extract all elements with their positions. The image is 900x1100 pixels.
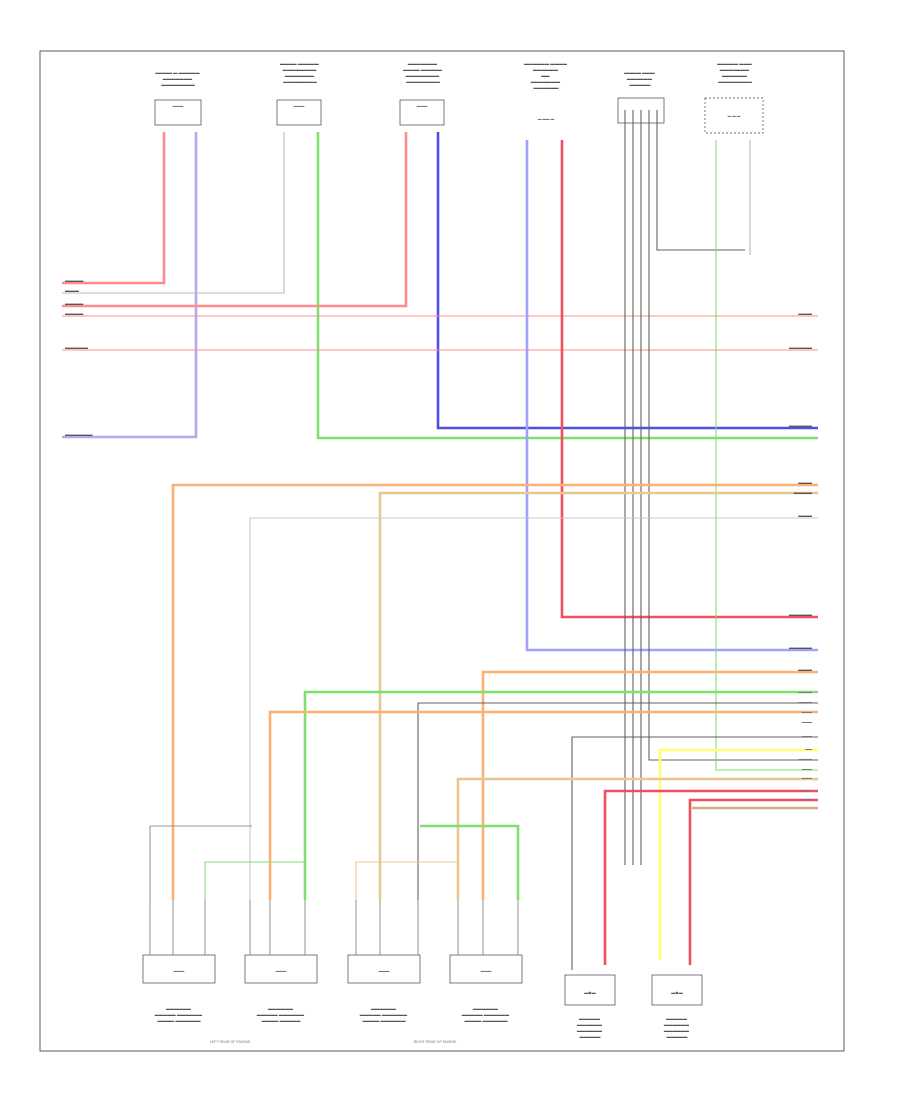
svg-text:▬▬▬▬▬: ▬▬▬▬▬ [789,345,812,350]
svg-text:▬▬▬: ▬▬▬ [802,788,813,792]
svg-text:▬▬▬▬: ▬▬▬▬ [798,757,812,761]
bottom-component-6: ▬◆▬ ▬▬▬▬▬ ▬▬▬▬▬▬ ▬▬▬▬▬▬ ▬▬▬▬▬ [651,974,703,1039]
wire-blue-1 [436,132,818,430]
svg-text:▬▬▬: ▬▬▬ [276,969,287,973]
wire-yellow-1 [658,748,818,960]
wire-green-3 [303,690,818,900]
svg-text:▬▬▬▬▬: ▬▬▬▬▬ [65,345,88,350]
wire-darkgray-2 [571,736,818,970]
svg-text:▬▬▬▬ ▬▬▬▬▬ ▬▬▬▬▬▬▬▬: ▬▬▬▬ ▬▬▬▬▬ ▬▬▬▬▬▬▬▬ ▬▬▬▬▬▬▬ ▬▬▬▬▬▬▬▬ [280,61,320,84]
wire-tan-2 [456,777,818,900]
svg-text:▬◆▬: ▬◆▬ [671,990,683,995]
bottom-component-1: ▬▬▬ ▬▬▬▬▬▬ ▬▬▬▬▬ ▬▬▬▬▬▬ ▬▬▬▬ ▬▬▬▬▬▬ [142,954,216,1023]
svg-text:▬▬▬▬▬ ▬▬▬ ▬▬▬▬▬▬▬: ▬▬▬▬▬ ▬▬▬ ▬▬▬▬▬▬▬ ▬▬▬▬▬▬ ▬▬▬▬▬▬▬▬ [717,61,753,84]
svg-text:▬▬▬: ▬▬▬ [417,104,428,108]
footer-left-label: LEFT REAR OF ENGINE [210,1040,251,1044]
svg-text:▬▬▬: ▬▬▬ [802,710,813,714]
svg-text:▬▬▬▬▬▬: ▬▬▬▬▬▬ [65,432,93,437]
svg-text:▬▬▬: ▬▬▬ [65,288,79,293]
svg-text:▬▬▬▬: ▬▬▬▬ [794,490,813,495]
wire-tan-4 [355,861,458,900]
svg-text:▬▬▬▬▬ ▬▬▬▬▬▬ ▬▬▬▬▬: ▬▬▬▬▬ ▬▬▬▬▬▬ ▬▬▬▬▬▬ ▬▬▬▬▬ [577,1016,603,1039]
svg-text:▬▬▬: ▬▬▬ [802,767,813,771]
wire-gray-3 [249,517,818,900]
svg-text:▬▬▬▬: ▬▬▬▬ [798,700,812,704]
bottom-component-3: ▬▬▬ ▬▬▬▬▬▬ ▬▬▬▬▬ ▬▬▬▬▬▬ ▬▬▬▬ ▬▬▬▬▬▬ [347,954,421,1023]
left-wire-labels: ▬▬▬▬ ▬▬▬ ▬▬▬▬ ▬▬▬▬ ▬▬▬▬▬ ▬▬▬▬▬▬ [65,278,93,437]
bottom-component-4: ▬▬▬ ▬▬▬▬▬▬ ▬▬▬▬▬ ▬▬▬▬▬▬ ▬▬▬▬ ▬▬▬▬▬▬ [449,954,523,1023]
svg-text:▬▬▬: ▬▬▬ [294,104,305,108]
top-component-2: ▬▬▬▬ ▬▬▬▬▬ ▬▬▬▬▬▬▬▬ ▬▬▬▬▬▬▬ ▬▬▬▬▬▬▬▬ ▬▬▬ [276,61,322,126]
wire-lavender-1 [62,132,198,439]
wire-lightblue-1 [525,140,818,652]
svg-text:▬▬▬: ▬▬▬ [802,776,813,780]
wire-red-3 [688,798,818,965]
svg-text:▬▬▬: ▬▬▬ [802,797,813,801]
wire-green-5 [420,824,520,900]
top-component-1: ▬▬▬▬ ▬ ▬▬▬▬▬ ▬▬▬▬▬▬▬ ▬▬▬▬▬▬▬▬ ▬▬▬ [154,70,202,126]
svg-text:▬▬▬: ▬▬▬ [481,969,492,973]
svg-text:▬▬▬: ▬▬▬ [174,969,185,973]
svg-text:▬▬: ▬▬ [805,747,812,751]
svg-text:▬▬▬▬▬▬ ▬▬▬▬▬ ▬▬▬▬▬▬: ▬▬▬▬▬▬ ▬▬▬▬▬ ▬▬▬▬▬▬ ▬▬▬▬ ▬▬▬▬▬▬ [155,1006,203,1023]
svg-text:▬▬▬: ▬▬▬ [173,104,184,108]
wire-orange-2 [481,670,818,900]
svg-text:▬▬▬▬▬ ▬▬▬▬▬▬ ▬▬▬▬▬: ▬▬▬▬▬ ▬▬▬▬▬▬ ▬▬▬▬▬▬ ▬▬▬▬▬ [664,1016,690,1039]
right-bottom-labels: ▬▬▬▬ ▬▬▬▬ ▬▬▬ ▬▬▬ ▬▬▬ ▬▬ ▬▬▬▬ ▬▬▬ ▬▬▬ ▬▬… [798,690,812,801]
wire-bundle-4 [648,110,818,761]
top-component-4: ▬▬▬▬▬▬ ▬▬▬▬ ▬▬▬▬▬▬ ▬▬ ▬▬▬▬▬▬▬ ▬▬▬▬▬▬ ▬ ▬… [524,61,568,121]
wire-gray-1 [62,132,285,294]
wire-bundle-5 [656,110,745,251]
svg-text:▬▬▬▬: ▬▬▬▬ [65,278,84,283]
bottom-component-5: ▬◆▬ ▬▬▬▬▬ ▬▬▬▬▬▬ ▬▬▬▬▬▬ ▬▬▬▬▬ [564,974,616,1039]
wire-red-1 [560,140,818,619]
svg-text:▬▬▬: ▬▬▬ [798,667,812,672]
svg-text:▬▬▬▬ ▬ ▬▬▬▬▬ ▬▬▬▬▬▬▬: ▬▬▬▬ ▬ ▬▬▬▬▬ ▬▬▬▬▬▬▬ ▬▬▬▬▬▬▬▬ [155,70,200,87]
diagram-frame [39,50,845,1052]
svg-text:▬ ▬▬ ▬: ▬ ▬▬ ▬ [538,117,555,121]
svg-text:▬▬▬▬▬▬ ▬▬▬▬▬ ▬▬▬▬▬▬: ▬▬▬▬▬▬ ▬▬▬▬▬ ▬▬▬▬▬▬ ▬▬▬▬ ▬▬▬▬▬▬ [462,1006,510,1023]
wire-pink-2 [62,132,408,308]
bottom-pin-stubs [149,900,519,955]
wire-orange-1 [171,483,818,900]
svg-text:▬▬▬▬▬: ▬▬▬▬▬ [789,423,812,428]
wire-green-4 [204,861,305,900]
wire-tan-1 [378,491,818,900]
svg-text:▬▬▬▬▬: ▬▬▬▬▬ [789,645,812,650]
svg-text:▬▬▬: ▬▬▬ [802,720,813,724]
right-wire-labels: ▬▬▬ ▬▬▬▬▬ ▬▬▬▬▬ ▬▬▬ ▬▬▬▬ ▬▬▬ ▬▬▬▬▬ ▬▬▬▬▬… [789,311,812,672]
svg-text:▬▬▬▬: ▬▬▬▬ [65,301,84,306]
svg-text:▬▬▬▬▬▬ ▬▬▬▬ ▬▬▬▬▬▬: ▬▬▬▬▬▬ ▬▬▬▬ ▬▬▬▬▬▬ ▬▬ ▬▬▬▬▬▬▬ ▬▬▬▬▬▬ [524,61,568,90]
svg-text:▬▬▬: ▬▬▬ [379,969,390,973]
footer-right-label: RIGHT REAR OF ENGINE [414,1040,457,1044]
top-component-6: ▬▬▬▬▬ ▬▬▬ ▬▬▬▬▬▬▬ ▬▬▬▬▬▬ ▬▬▬▬▬▬▬▬ ▬ ▬ ▬ [704,61,764,134]
svg-text:▬▬▬: ▬▬▬ [798,480,812,485]
svg-text:▬▬▬▬▬▬▬ ▬▬▬▬ ▬▬▬▬▬: ▬▬▬▬▬▬▬ ▬▬▬▬ ▬▬▬▬▬ ▬▬▬▬▬▬▬▬ ▬▬▬▬▬▬▬▬ [403,61,443,84]
wire-green-2 [715,140,818,771]
wire-green-1 [316,132,818,440]
top-component-3: ▬▬▬▬▬▬▬ ▬▬▬▬ ▬▬▬▬▬ ▬▬▬▬▬▬▬▬ ▬▬▬▬▬▬▬▬ ▬▬▬ [399,61,445,126]
bottom-component-2: ▬▬▬ ▬▬▬▬▬▬ ▬▬▬▬▬ ▬▬▬▬▬▬ ▬▬▬▬ ▬▬▬▬▬ [244,954,318,1023]
svg-text:▬▬▬: ▬▬▬ [802,734,813,738]
wire-gray-4 [149,825,252,900]
svg-text:▬ ▬ ▬: ▬ ▬ ▬ [728,114,741,118]
wire-red-2 [603,789,818,965]
svg-text:▬◆▬: ▬◆▬ [584,990,596,995]
svg-text:▬▬▬▬▬: ▬▬▬▬▬ [789,612,812,617]
svg-text:▬▬▬▬▬▬ ▬▬▬▬▬ ▬▬▬▬▬▬: ▬▬▬▬▬▬ ▬▬▬▬▬ ▬▬▬▬▬▬ ▬▬▬▬ ▬▬▬▬▬▬ [360,1006,408,1023]
svg-text:▬▬▬▬ ▬▬▬ ▬▬▬▬▬▬ ▬▬: ▬▬▬▬ ▬▬▬ ▬▬▬▬▬▬ ▬▬▬▬▬ [624,70,656,87]
wire-pink-1 [62,132,166,285]
svg-text:▬▬▬▬: ▬▬▬▬ [798,690,812,694]
wire-darkgray-1 [417,702,818,900]
svg-text:▬▬▬: ▬▬▬ [798,311,812,316]
svg-text:▬▬▬: ▬▬▬ [798,513,812,518]
svg-text:▬▬▬▬▬▬ ▬▬▬▬▬ ▬▬▬▬▬▬: ▬▬▬▬▬▬ ▬▬▬▬▬ ▬▬▬▬▬▬ ▬▬▬▬ ▬▬▬▬▬ [257,1006,305,1023]
wire-orange-3 [268,710,818,900]
svg-text:▬▬▬▬: ▬▬▬▬ [65,311,84,316]
